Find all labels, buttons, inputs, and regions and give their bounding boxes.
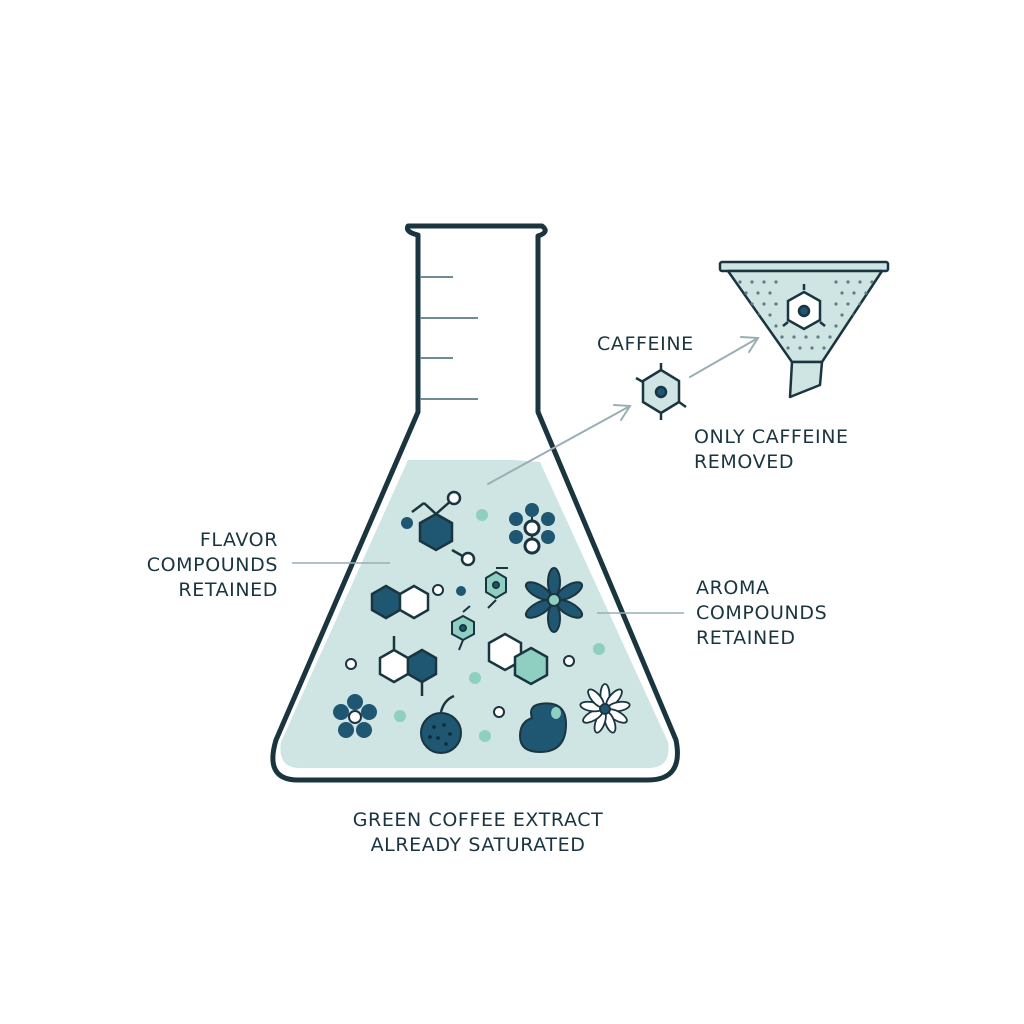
particle-dots [345,509,605,742]
caption-line-2: ALREADY SATURATED [370,834,586,856]
hexagon-molecule-icon [378,636,438,696]
only-caffeine-removed-label: ONLY CAFFEINE REMOVED [694,425,849,475]
aroma-compounds-line-1: AROMA [696,577,770,599]
filter-arrowhead [740,336,760,353]
hexagon-molecule-icon [401,490,476,567]
extraction-arrowhead [613,404,632,421]
extraction-arrow [487,405,631,485]
flavor-compounds-line-3: RETAINED [178,579,278,601]
flower-icon [524,567,584,633]
caffeine-molecule-icon [635,363,687,420]
filter-funnel-icon [718,260,890,399]
hexagon-molecule-icon [485,567,508,609]
aroma-compounds-line-3: RETAINED [696,627,796,649]
flavor-compounds-line-1: FLAVOR [199,529,278,551]
only-caffeine-removed-line-1: ONLY CAFFEINE [694,426,849,448]
caption: GREEN COFFEE EXTRACT ALREADY SATURATED [318,808,638,858]
flask-liquid [280,460,669,768]
flower-icon [333,694,377,738]
flask-outline [270,223,680,783]
molecules [333,490,631,754]
caffeine-arrows [487,336,760,485]
trapped-caffeine-molecule [782,284,826,331]
hexagon-molecule-icon [487,632,549,686]
flavor-compounds-line-2: COMPOUNDS [146,554,278,576]
fruit-icon [420,694,462,754]
leader-lines [292,562,684,614]
filter-arrow [689,337,759,378]
caption-line-1: GREEN COFFEE EXTRACT [352,809,604,831]
flask [270,223,680,783]
aroma-compounds-line-2: COMPOUNDS [696,602,828,624]
flower-icon [509,503,555,555]
graduation-marks [420,276,478,400]
only-caffeine-removed-line-2: REMOVED [694,451,795,473]
aroma-compounds-label: AROMA COMPOUNDS RETAINED [696,576,827,651]
flavor-compounds-label: FLAVOR COMPOUNDS RETAINED [120,528,278,603]
hexagon-molecule-icon [451,605,475,651]
caffeine-label: CAFFEINE [597,332,694,357]
flower-icon [579,683,631,734]
hexagon-molecule-icon [370,584,430,620]
bean-icon [518,702,568,754]
caffeine-label-text: CAFFEINE [597,333,694,355]
